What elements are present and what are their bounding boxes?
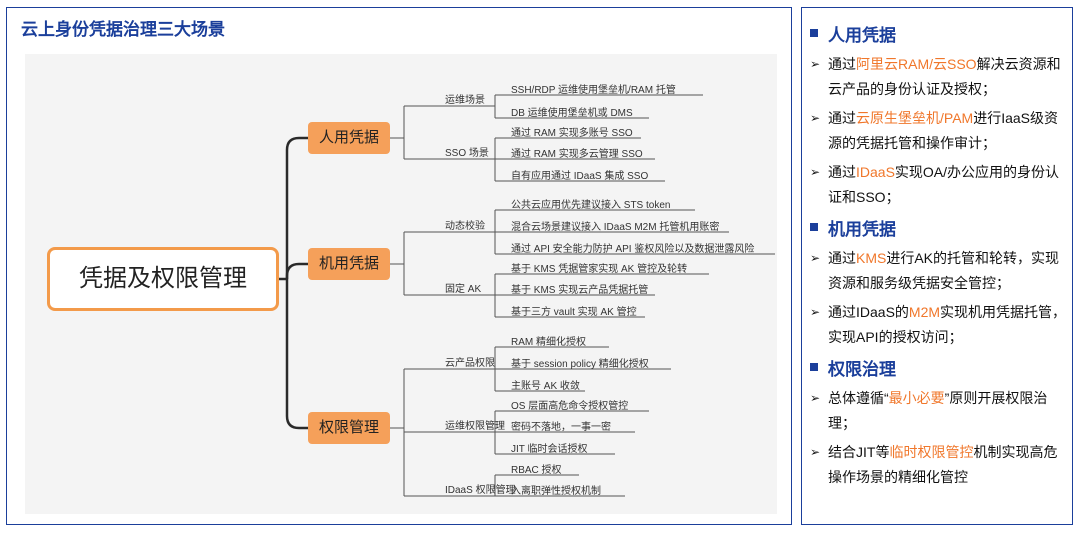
bullet-text: 通过阿里云RAM/云SSO解决云资源和云产品的身份认证及授权； bbox=[828, 52, 1068, 102]
mindmap-connectors bbox=[279, 94, 775, 497]
section-title: 权限治理 bbox=[828, 359, 896, 379]
group-label: SSO 场景 bbox=[445, 148, 489, 159]
leaf-label: SSH/RDP 运维使用堡垒机/RAM 托管 bbox=[511, 85, 676, 96]
leaf-label: 通过 RAM 实现多账号 SSO bbox=[511, 128, 633, 139]
plain-text: 结合JIT等 bbox=[828, 444, 890, 460]
category-node-2: 机用凭据 bbox=[308, 248, 390, 280]
mindmap-canvas: 凭据及权限管理 人用凭据 运维场景 SSH/RDP 运维使用堡垒机/RAM 托管 DB… bbox=[25, 54, 777, 514]
plain-text: 通过 bbox=[828, 56, 856, 72]
group-label: 云产品权限 bbox=[445, 358, 495, 369]
plain-text: 实现机用凭据托管，实现API的授权访问； bbox=[828, 304, 1067, 345]
leaf-label: RAM 精细化授权 bbox=[511, 337, 586, 348]
section-title: 人用凭据 bbox=[828, 25, 896, 45]
leaf-label: 公共云应用优先建议接入 STS token bbox=[511, 200, 671, 211]
group-label: 动态校验 bbox=[445, 221, 485, 232]
section-title: 机用凭据 bbox=[828, 219, 896, 239]
leaf-label: 通过 API 安全能力防护 API 鉴权风险以及数据泄露风险 bbox=[511, 244, 755, 255]
section-heading: 机用凭据 bbox=[810, 214, 1068, 240]
bullet-text: 通过KMS进行AK的托管和轮转，实现资源和服务级凭据安全管控； bbox=[828, 246, 1068, 296]
highlight-text: IDaaS bbox=[856, 164, 895, 180]
summary-bullet: ➢ 结合JIT等临时权限管控机制实现高危操作场景的精细化管控 bbox=[810, 440, 1068, 490]
section-heading: 权限治理 bbox=[810, 354, 1068, 380]
mindmap-root: 凭据及权限管理 bbox=[47, 247, 279, 311]
bullet-text: 结合JIT等临时权限管控机制实现高危操作场景的精细化管控 bbox=[828, 440, 1068, 490]
square-bullet-icon bbox=[810, 223, 818, 231]
bullet-text: 通过IDaaS的M2M实现机用凭据托管，实现API的授权访问； bbox=[828, 300, 1068, 350]
summary-bullet: ➢ 通过IDaaS实现OA/办公应用的身份认证和SSO； bbox=[810, 160, 1068, 210]
highlight-text: 最小必要 bbox=[888, 390, 945, 406]
plain-text: 通过IDaaS的 bbox=[828, 304, 909, 320]
bullet-text: 通过云原生堡垒机/PAM进行IaaS级资源的凭据托管和操作审计； bbox=[828, 106, 1068, 156]
leaf-label: DB 运维使用堡垒机或 DMS bbox=[511, 108, 633, 119]
leaf-label: RBAC 授权 bbox=[511, 465, 562, 476]
leaf-label: 入离职弹性授权机制 bbox=[511, 486, 601, 497]
connector-line bbox=[285, 136, 308, 279]
square-bullet-icon bbox=[810, 363, 818, 371]
plain-text: 通过 bbox=[828, 164, 856, 180]
plain-text: 进行IaaS级资源的凭据托管和操作审计； bbox=[828, 110, 1059, 151]
plain-text: 进行AK的托管和轮转，实现资源和服务级凭据安全管控； bbox=[828, 250, 1060, 291]
section-heading: 人用凭据 bbox=[810, 20, 1068, 46]
square-bullet-icon bbox=[810, 29, 818, 37]
highlight-text: KMS bbox=[856, 250, 887, 266]
arrow-bullet-icon: ➢ bbox=[810, 305, 821, 319]
arrow-bullet-icon: ➢ bbox=[810, 57, 821, 71]
leaf-label: 基于 KMS 凭据管家实现 AK 管控及轮转 bbox=[511, 264, 688, 275]
plain-text: ”原则开展权限治理； bbox=[828, 390, 1048, 431]
summary-panel: 人用凭据➢通过阿里云RAM/云SSO解决云资源和云产品的身份认证及授权；➢通过云… bbox=[801, 7, 1073, 525]
leaf-label: 混合云场景建议接入 IDaaS M2M 托管机用账密 bbox=[511, 222, 720, 233]
summary-bullet: ➢ 通过阿里云RAM/云SSO解决云资源和云产品的身份认证及授权； bbox=[810, 52, 1068, 102]
group-label: IDaaS 权限管理 bbox=[445, 485, 516, 496]
summary-bullet: ➢ 总体遵循“最小必要”原则开展权限治理； bbox=[810, 386, 1068, 436]
arrow-bullet-icon: ➢ bbox=[810, 445, 821, 459]
summary-content: 人用凭据➢通过阿里云RAM/云SSO解决云资源和云产品的身份认证及授权；➢通过云… bbox=[810, 20, 1068, 494]
connector-line bbox=[285, 262, 308, 279]
group-label: 固定 AK bbox=[445, 284, 482, 295]
panel-title: 云上身份凭据治理三大场景 bbox=[21, 20, 225, 39]
highlight-text: 临时权限管控 bbox=[889, 444, 974, 460]
leaf-label: OS 层面高危命令授权管控 bbox=[511, 401, 629, 412]
scenario-panel: 云上身份凭据治理三大场景 凭据及权限管理 人用凭据 运维场景 SSH/RDP 运维使… bbox=[6, 7, 792, 525]
bullet-text: 通过IDaaS实现OA/办公应用的身份认证和SSO； bbox=[828, 160, 1068, 210]
arrow-bullet-icon: ➢ bbox=[810, 165, 821, 179]
leaf-label: 基于 KMS 实现云产品凭据托管 bbox=[511, 285, 649, 296]
leaf-label: JIT 临时会话授权 bbox=[511, 444, 588, 455]
plain-text: 总体遵循“ bbox=[828, 390, 889, 406]
arrow-bullet-icon: ➢ bbox=[810, 391, 821, 405]
leaf-label: 密码不落地，一事一密 bbox=[511, 422, 611, 433]
plain-text: 机制实现高危操作场景的精细化管控 bbox=[828, 444, 1058, 485]
highlight-text: M2M bbox=[908, 304, 941, 320]
arrow-bullet-icon: ➢ bbox=[810, 251, 821, 265]
plain-text: 解决云资源和云产品的身份认证及授权； bbox=[828, 56, 1061, 97]
leaf-label: 自有应用通过 IDaaS 集成 SSO bbox=[511, 171, 649, 182]
summary-bullet: ➢ 通过KMS进行AK的托管和轮转，实现资源和服务级凭据安全管控； bbox=[810, 246, 1068, 296]
leaf-label: 基于三方 vault 实现 AK 管控 bbox=[511, 307, 637, 318]
group-label: 运维权限管理 bbox=[445, 421, 505, 432]
category-node-3: 权限管理 bbox=[308, 412, 390, 444]
leaf-label: 主账号 AK 收敛 bbox=[511, 381, 580, 392]
summary-bullet: ➢ 通过云原生堡垒机/PAM进行IaaS级资源的凭据托管和操作审计； bbox=[810, 106, 1068, 156]
bullet-text: 总体遵循“最小必要”原则开展权限治理； bbox=[828, 386, 1068, 436]
arrow-bullet-icon: ➢ bbox=[810, 111, 821, 125]
leaf-label: 基于 session policy 精细化授权 bbox=[511, 359, 649, 370]
category-node-1: 人用凭据 bbox=[308, 122, 390, 154]
connector-line bbox=[285, 279, 308, 430]
group-label: 运维场景 bbox=[445, 95, 485, 106]
highlight-text: 阿里云RAM/云SSO bbox=[856, 56, 977, 72]
plain-text: 实现OA/办公应用的身份认证和SSO； bbox=[828, 164, 1060, 205]
plain-text: 通过 bbox=[828, 110, 856, 126]
plain-text: 通过 bbox=[828, 250, 856, 266]
summary-bullet: ➢ 通过IDaaS的M2M实现机用凭据托管，实现API的授权访问； bbox=[810, 300, 1068, 350]
leaf-label: 通过 RAM 实现多云管理 SSO bbox=[511, 149, 643, 160]
highlight-text: 云原生堡垒机/PAM bbox=[856, 110, 974, 126]
